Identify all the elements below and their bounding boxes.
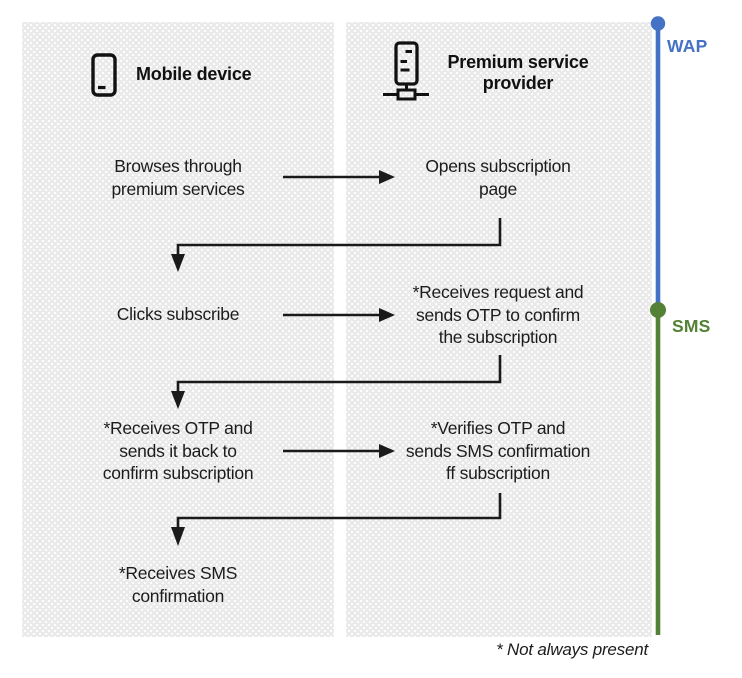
step-receives-otp-sends-back: *Receives OTP and sends it back to confi… <box>102 418 254 484</box>
mobile-lane-title: Mobile device <box>136 64 252 85</box>
step-receives-sms-confirmation: *Receives SMS confirmation <box>118 563 238 606</box>
step-verifies-otp-sends-sms: *Verifies OTP and sends SMS confirmation… <box>405 418 591 484</box>
footnote: * Not always present <box>496 640 648 659</box>
wap-label: WAP <box>667 36 708 56</box>
sms-timeline-dot <box>650 302 666 318</box>
step-opens-subscription-page: Opens subscription page <box>425 156 571 199</box>
step-receives-request-sends-otp: *Receives request and sends OTP to confi… <box>412 282 584 348</box>
mobile-lane-header: Mobile device <box>91 53 252 97</box>
mobile-phone-icon <box>91 53 117 97</box>
wap-timeline-dot <box>650 16 666 31</box>
step-browses-premium-services: Browses through premium services <box>111 156 245 199</box>
mobile-device-lane <box>22 22 334 637</box>
provider-lane <box>346 22 652 637</box>
server-icon <box>381 41 431 105</box>
step-clicks-subscribe: Clicks subscribe <box>116 304 240 324</box>
sms-label: SMS <box>672 316 711 336</box>
provider-lane-header: Premium service provider <box>381 41 593 105</box>
provider-lane-title: Premium service provider <box>447 51 589 94</box>
